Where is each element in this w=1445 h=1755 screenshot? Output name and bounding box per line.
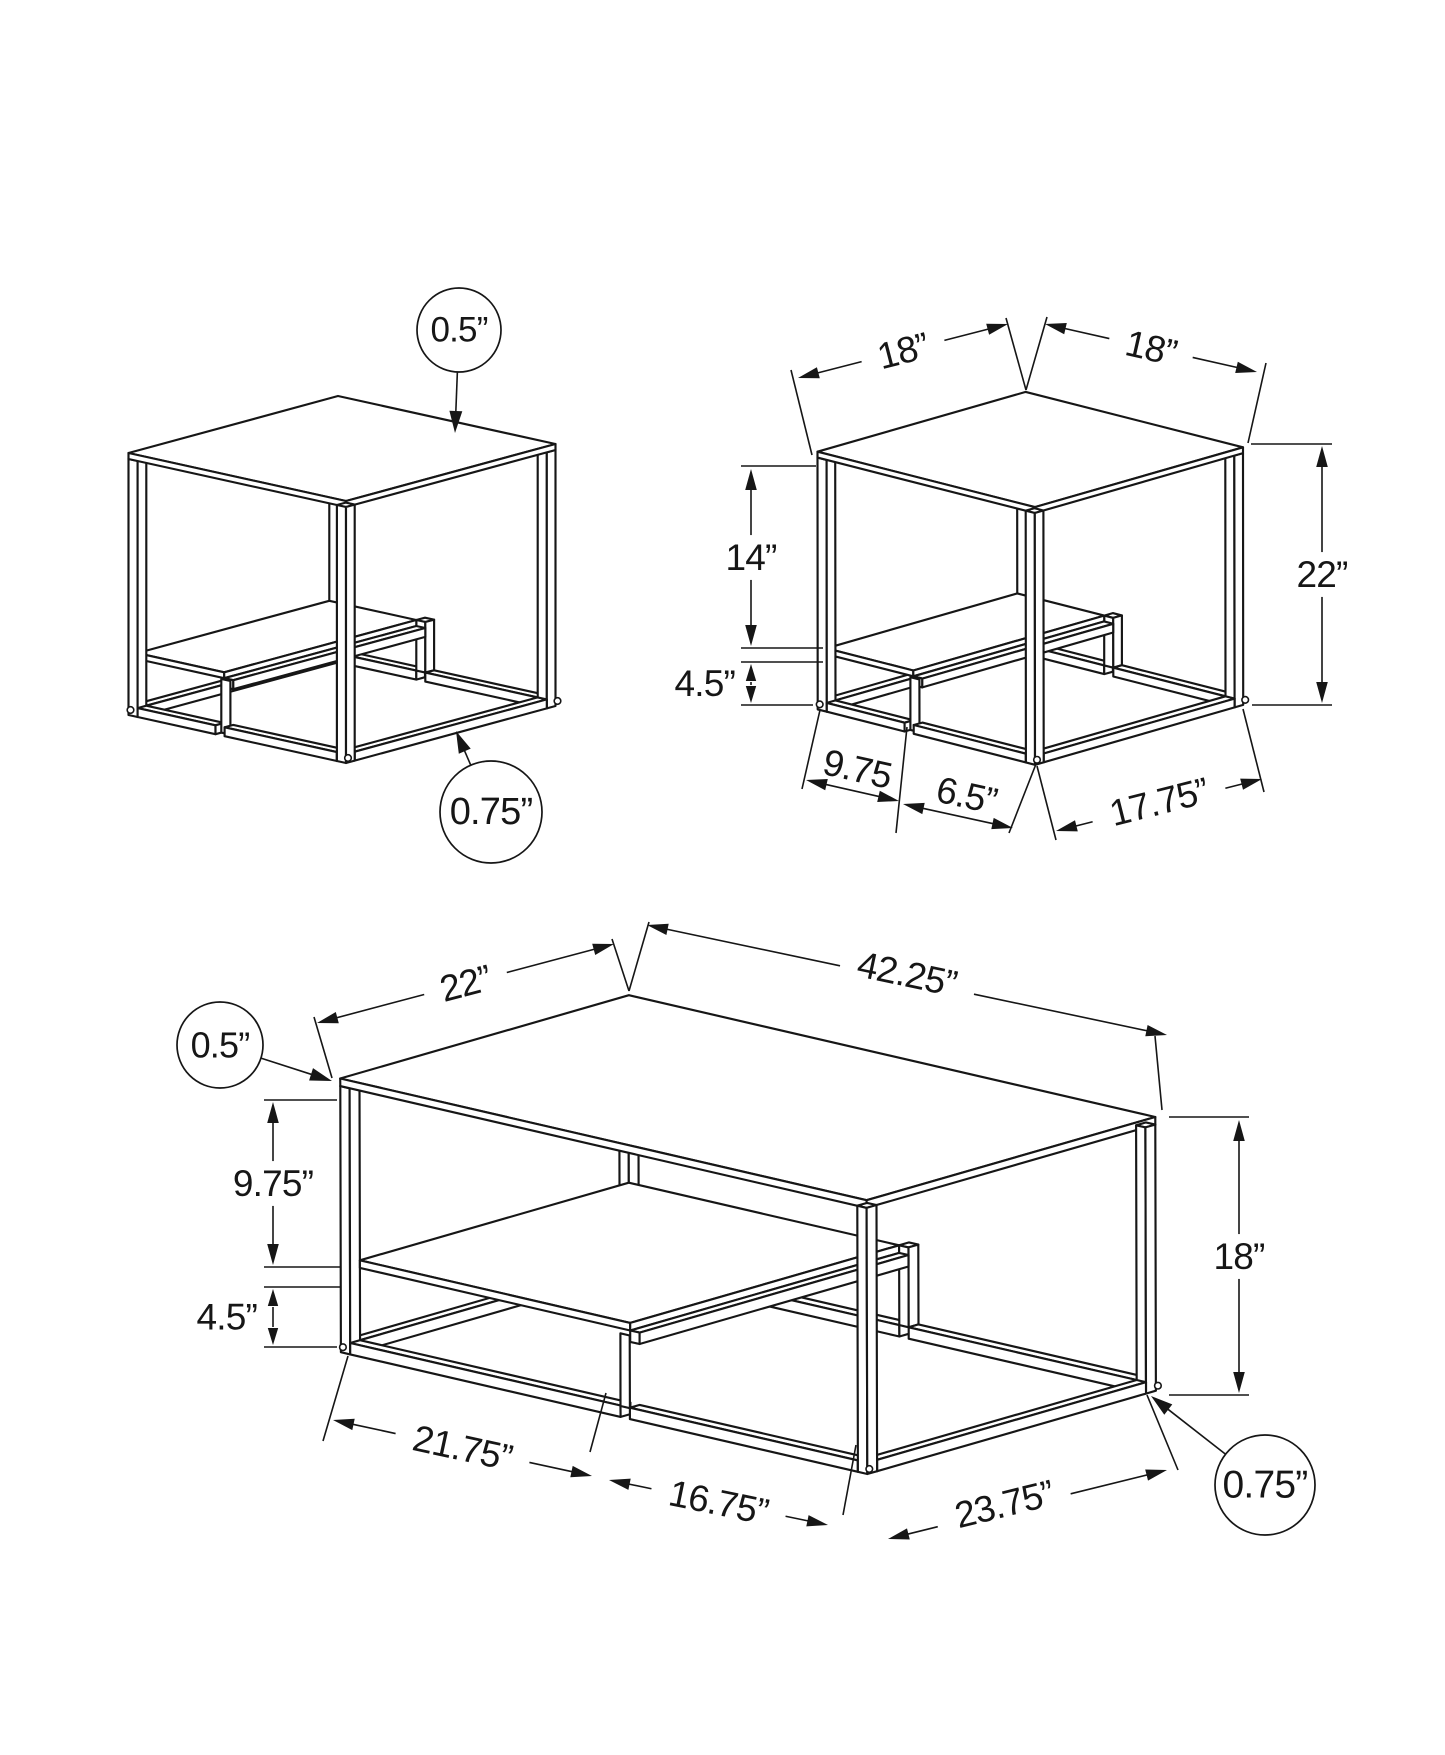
svg-text:9.75”: 9.75” [233,1163,313,1204]
svg-text:14”: 14” [725,537,776,578]
svg-text:18”: 18” [1213,1236,1264,1277]
svg-text:0.75”: 0.75” [1223,1464,1308,1507]
svg-text:0.5”: 0.5” [430,311,487,350]
svg-text:4.5”: 4.5” [674,663,735,704]
svg-text:4.5”: 4.5” [196,1297,257,1338]
svg-text:0.75”: 0.75” [450,791,533,833]
svg-text:0.5”: 0.5” [191,1025,250,1066]
svg-text:22”: 22” [1296,554,1347,595]
